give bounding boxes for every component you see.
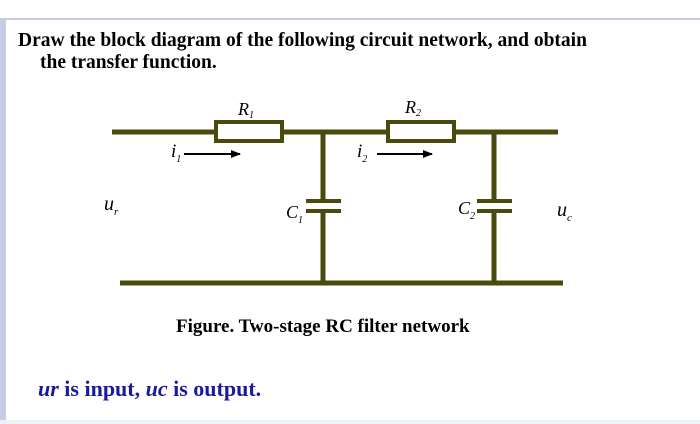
note-text-1: is input, — [58, 376, 146, 401]
note-text-2: is output. — [167, 376, 262, 401]
label-c1: C1 — [286, 202, 303, 226]
output-variable: uc — [145, 376, 168, 401]
label-r1: R1 — [237, 99, 254, 121]
input-variable: ur — [38, 376, 59, 401]
figure-caption: Figure. Two-stage RC filter network — [176, 316, 470, 337]
label-i1: i1 — [171, 141, 181, 165]
question-line-1: Draw the block diagram of the following … — [18, 30, 587, 51]
label-c2: C2 — [458, 198, 475, 222]
label-r2: R2 — [404, 97, 421, 119]
label-ur: ur — [104, 193, 119, 218]
resistor-r2 — [386, 120, 456, 143]
slide-bottom-strip — [0, 420, 700, 424]
question-line-2: the transfer function. — [40, 52, 217, 73]
label-i2: i2 — [357, 141, 367, 165]
slide-top-rule — [0, 18, 700, 20]
question-text: Draw the block diagram of the following … — [18, 30, 698, 74]
label-uc: uc — [557, 199, 572, 224]
resistor-r1 — [214, 120, 284, 143]
slide-left-bar — [0, 20, 6, 424]
io-note: ur is input, uc is output. — [38, 376, 261, 402]
